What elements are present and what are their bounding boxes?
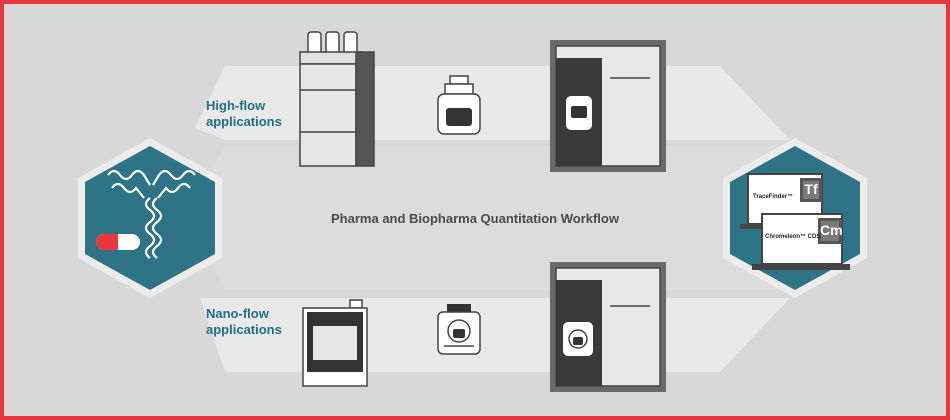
nano-flow-band bbox=[200, 298, 790, 372]
ion-source-icon-nano-flow bbox=[437, 304, 481, 355]
hplc-system-icon bbox=[299, 31, 375, 167]
chromeleon-logo-icon bbox=[818, 218, 842, 244]
high-flow-label: High-flow applications bbox=[206, 98, 282, 130]
tracefinder-logo-icon bbox=[800, 178, 822, 202]
tracefinder-logo-text: Tf bbox=[804, 181, 818, 197]
chromeleon-label: Chromeleon™ CDS bbox=[765, 234, 821, 240]
center-band bbox=[185, 145, 830, 290]
high-flow-label-line1: High-flow bbox=[206, 98, 266, 113]
nano-flow-label: Nano-flow applications bbox=[206, 306, 282, 338]
high-flow-label-line2: applications bbox=[206, 114, 282, 129]
chromeleon-logo-text: Cm bbox=[820, 222, 843, 238]
ion-source-icon-high-flow bbox=[437, 75, 481, 135]
tracefinder-label: TraceFinder™ bbox=[753, 194, 794, 200]
software-hexagon bbox=[723, 138, 867, 298]
nano-lc-icon bbox=[302, 299, 368, 387]
mass-spectrometer-icon-nano-flow bbox=[550, 262, 666, 392]
high-flow-band bbox=[195, 66, 790, 140]
antibody-icon bbox=[107, 169, 196, 259]
workflow-title: Pharma and Biopharma Quantitation Workfl… bbox=[331, 211, 619, 226]
capsule-icon bbox=[96, 234, 140, 250]
biomolecule-hexagon bbox=[78, 138, 222, 298]
nano-flow-label-line2: applications bbox=[206, 322, 282, 337]
nano-flow-label-line1: Nano-flow bbox=[206, 306, 269, 321]
solvent-bottles-icon bbox=[307, 31, 358, 55]
mass-spectrometer-icon-high-flow bbox=[550, 40, 666, 172]
